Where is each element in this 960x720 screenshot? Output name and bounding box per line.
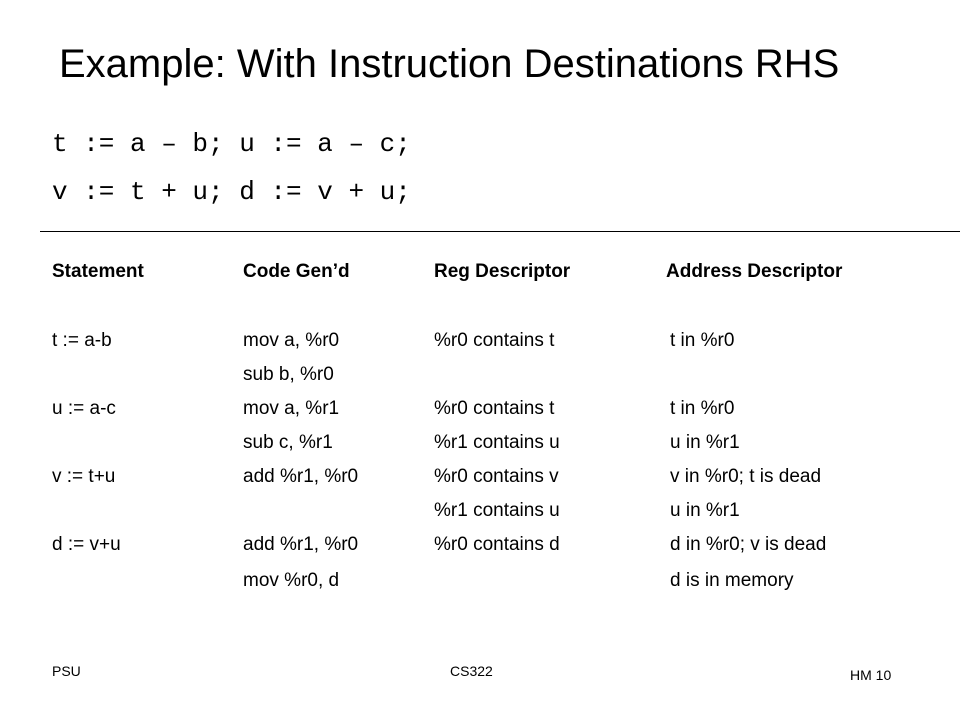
row-reg-descriptor: %r0 contains t — [434, 398, 555, 419]
row-code: add %r1, %r0 — [243, 466, 359, 487]
slide-title: Example: With Instruction Destinations R… — [59, 42, 840, 86]
row-code: mov %r0, d — [243, 570, 340, 591]
row-code: sub c, %r1 — [243, 432, 333, 453]
row-reg-descriptor: %r0 contains t — [434, 330, 555, 351]
row-statement: v := t+u — [52, 466, 116, 487]
row-address-descriptor: u in %r1 — [670, 432, 740, 453]
code-line-2: v := t + u; d := v + u; — [52, 177, 411, 207]
header-statement: Statement — [52, 261, 144, 282]
header-code-gend: Code Gen’d — [243, 261, 350, 282]
footer-left: PSU — [52, 663, 81, 679]
row-address-descriptor: d is in memory — [670, 570, 794, 591]
row-address-descriptor: v in %r0; t is dead — [670, 466, 822, 487]
row-address-descriptor: t in %r0 — [670, 398, 735, 419]
row-address-descriptor: u in %r1 — [670, 500, 740, 521]
row-statement: u := a-c — [52, 398, 116, 419]
row-code: mov a, %r1 — [243, 398, 340, 419]
row-address-descriptor: d in %r0; v is dead — [670, 534, 827, 555]
row-code: sub b, %r0 — [243, 364, 334, 385]
row-statement: d := v+u — [52, 534, 121, 555]
row-address-descriptor: t in %r0 — [670, 330, 735, 351]
row-code: mov a, %r0 — [243, 330, 340, 351]
row-reg-descriptor: %r1 contains u — [434, 500, 560, 521]
footer-center: CS322 — [450, 663, 493, 679]
row-statement: t := a-b — [52, 330, 112, 351]
divider-line — [40, 231, 960, 232]
header-address-descriptor: Address Descriptor — [666, 261, 843, 282]
row-code: add %r1, %r0 — [243, 534, 359, 555]
code-line-1: t := a – b; u := a – c; — [52, 129, 411, 159]
header-reg-descriptor: Reg Descriptor — [434, 261, 571, 282]
row-reg-descriptor: %r1 contains u — [434, 432, 560, 453]
footer-right: HM 10 — [850, 667, 892, 683]
row-reg-descriptor: %r0 contains v — [434, 466, 559, 487]
row-reg-descriptor: %r0 contains d — [434, 534, 560, 555]
